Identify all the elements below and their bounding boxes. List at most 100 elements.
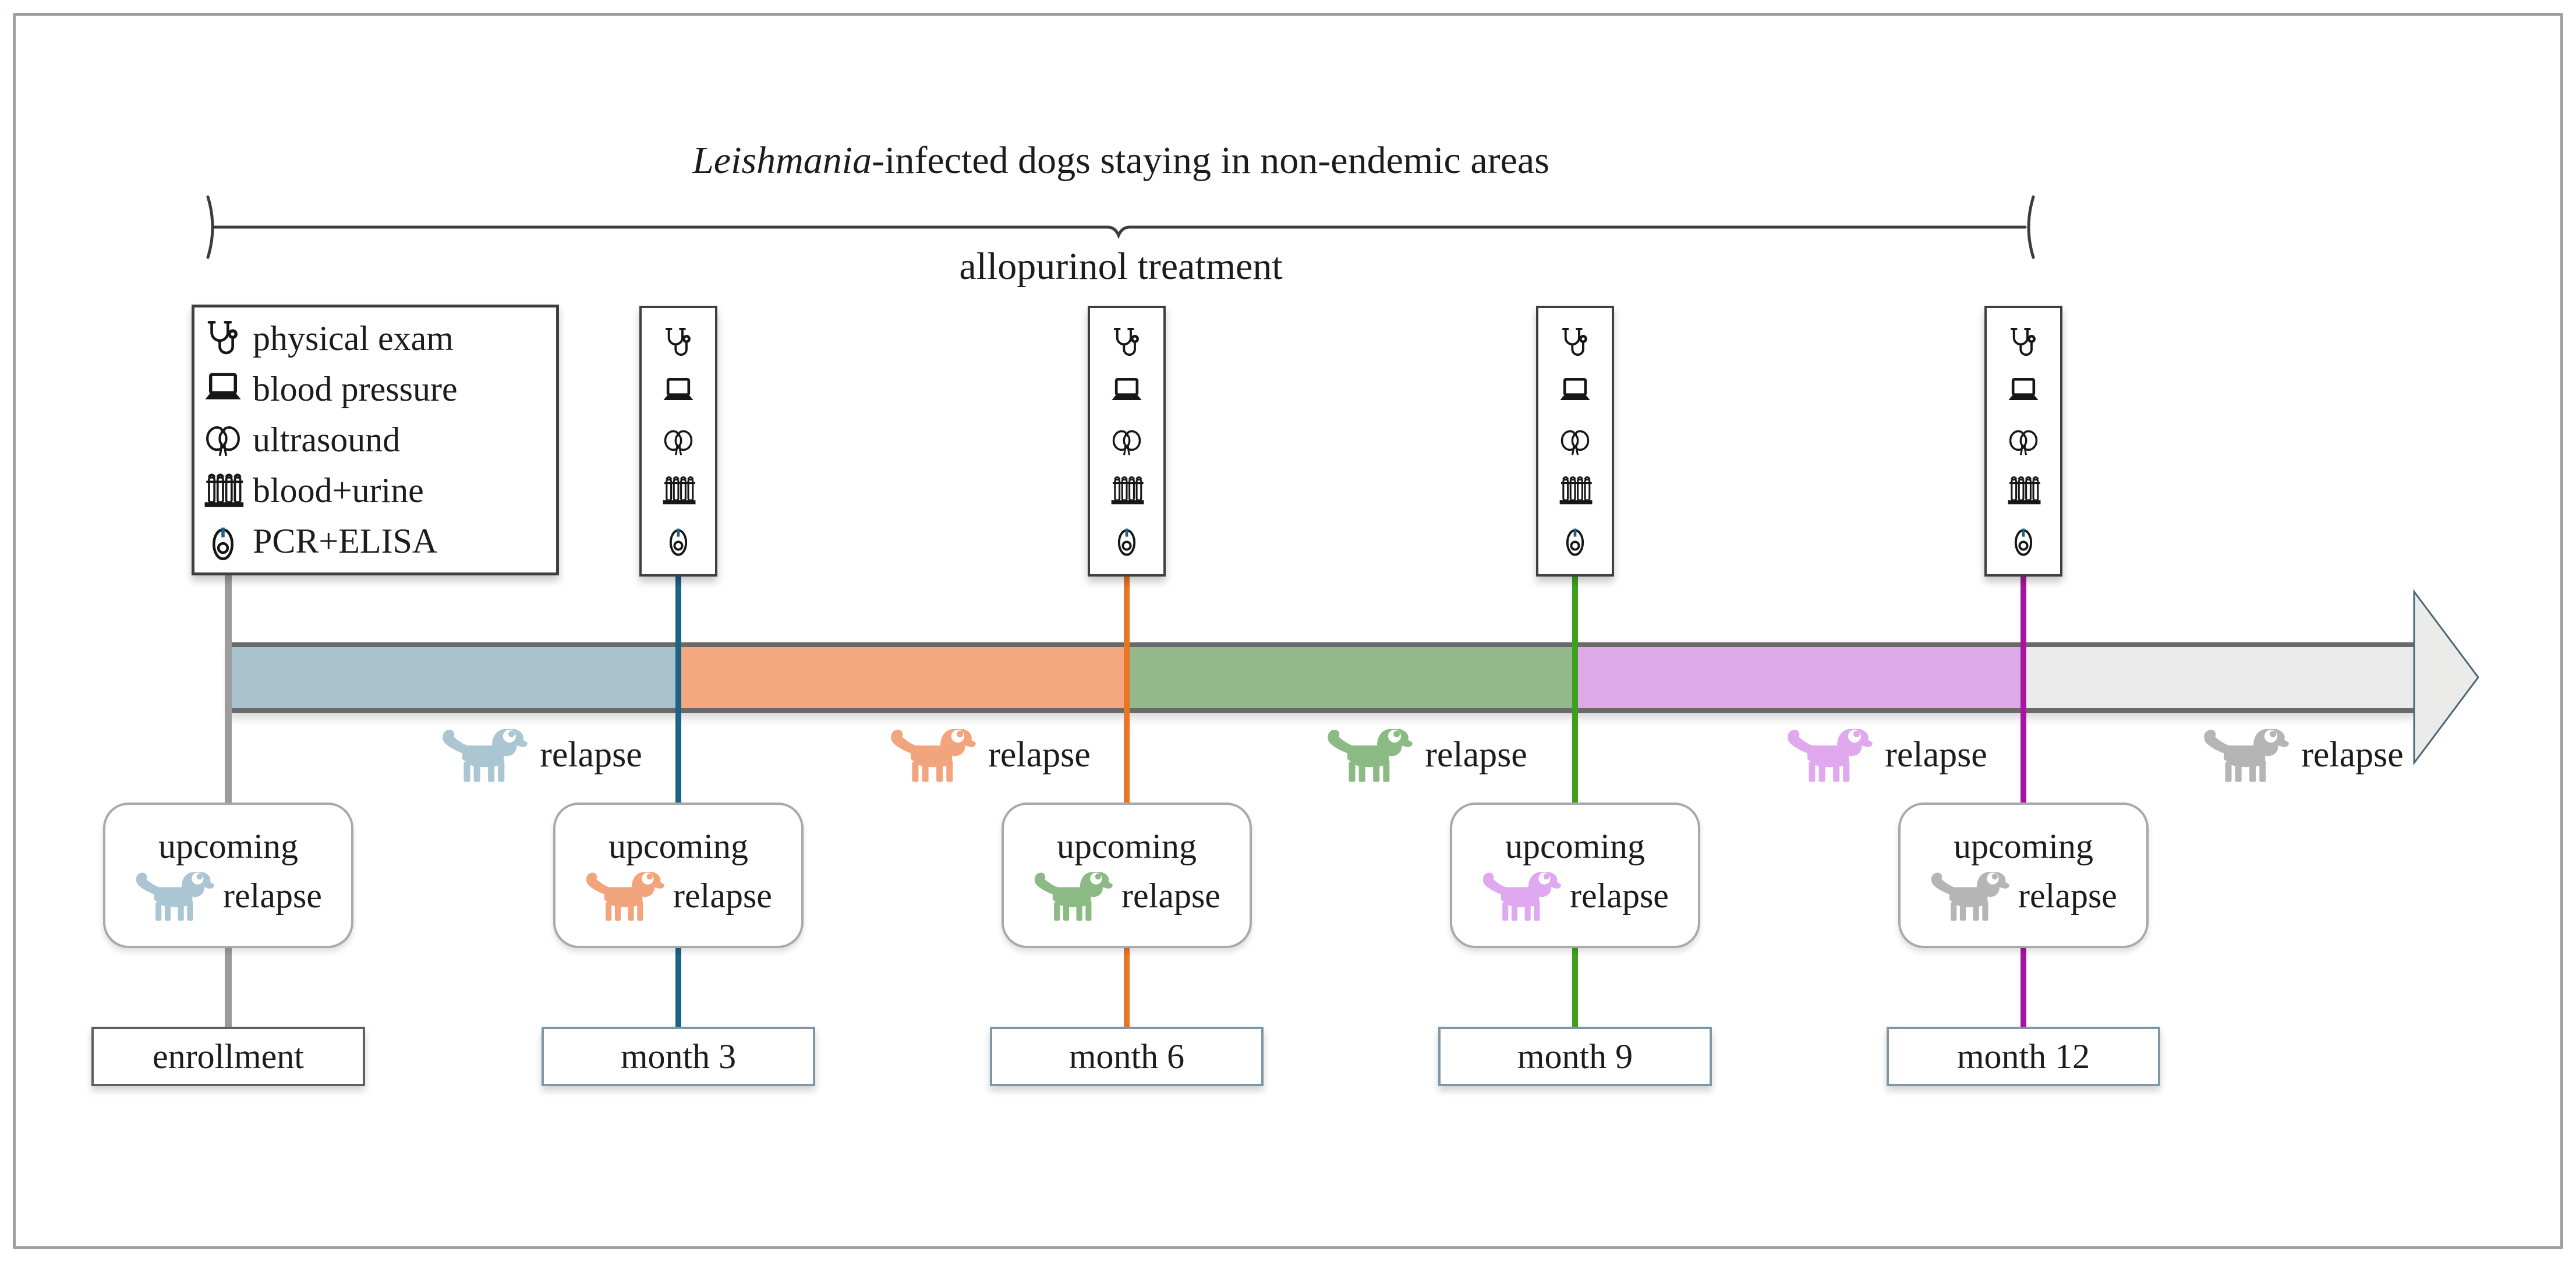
- title-italic-part: Leishmania: [692, 139, 872, 182]
- timepoint-label-text: month 3: [620, 1037, 737, 1076]
- timepoint-label-enrollment: enrollment: [91, 1027, 365, 1086]
- timepoint-label-month-9: month 9: [1438, 1027, 1712, 1086]
- kidneys-icon: [660, 423, 696, 459]
- legend-label: ultrasound: [253, 420, 401, 459]
- relapse-label: relapse: [540, 734, 642, 775]
- assay-icon: [1109, 522, 1145, 558]
- band-segment-3: [1127, 647, 1575, 708]
- assay-icon: [1557, 522, 1593, 558]
- legend-label: PCR+ELISA: [253, 521, 438, 560]
- blood-pressure-monitor-icon: [2005, 374, 2041, 410]
- dog-icon: [889, 724, 978, 785]
- timeline-band: [228, 642, 2415, 713]
- upcoming-label: upcoming: [1057, 827, 1197, 865]
- test-tube-rack-icon: [2005, 472, 2041, 508]
- upcoming-label: upcoming: [1505, 827, 1645, 865]
- upcoming-label: upcoming: [1954, 827, 2093, 865]
- kidneys-icon: [1557, 423, 1593, 459]
- relapse-label: relapse: [1885, 734, 1987, 775]
- upcoming-relapse-box-month-12: upcoming relapse: [1898, 803, 2149, 948]
- assay-icon: [2005, 522, 2041, 558]
- relapse-annotation-segment-2: relapse: [889, 720, 1091, 790]
- legend-label: blood pressure: [253, 370, 458, 409]
- kidneys-icon: [201, 418, 245, 461]
- assay-icon: [660, 522, 696, 558]
- blood-pressure-monitor-icon: [660, 374, 696, 410]
- legend-row: blood+urine: [201, 469, 549, 512]
- dog-icon: [441, 724, 529, 785]
- blood-pressure-monitor-icon: [201, 368, 245, 411]
- legend-row: PCR+ELISA: [201, 519, 549, 563]
- upcoming-relapse-box-month-6: upcoming relapse: [1002, 803, 1252, 948]
- timeline-arrowhead-icon: [2413, 589, 2479, 766]
- dog-icon: [2202, 724, 2291, 785]
- band-segment-2: [678, 647, 1127, 708]
- band-segment-1: [228, 647, 678, 708]
- upcoming-relapse-box-enrollment: upcoming relapse: [103, 803, 353, 948]
- timepoint-label-month-12: month 12: [1887, 1027, 2160, 1086]
- timepoint-label-month-6: month 6: [990, 1027, 1264, 1086]
- exam-legend-box: physical exam blood pressure ultrasound …: [192, 305, 559, 575]
- upcoming-relapse-row: relapse: [585, 868, 772, 924]
- timepoint-label-text: enrollment: [153, 1037, 304, 1076]
- dog-icon: [1930, 868, 2011, 924]
- upcoming-label: upcoming: [608, 827, 748, 865]
- timepoint-line-enrollment: [225, 572, 232, 1030]
- upcoming-relapse-box-month-3: upcoming relapse: [553, 803, 804, 948]
- relapse-label: relapse: [673, 876, 772, 915]
- timepoint-line-month-9: [1572, 572, 1578, 1030]
- legend-row: blood pressure: [201, 368, 549, 411]
- dog-icon: [1481, 868, 1563, 924]
- treatment-subtitle: allopurinol treatment: [959, 245, 1283, 288]
- relapse-label: relapse: [1121, 876, 1220, 915]
- stethoscope-icon: [660, 325, 696, 361]
- dog-icon: [1033, 868, 1114, 924]
- upcoming-relapse-box-month-9: upcoming relapse: [1450, 803, 1700, 948]
- relapse-label: relapse: [988, 734, 1091, 775]
- assay-icon: [201, 519, 245, 563]
- relapse-annotation-segment-4: relapse: [1786, 720, 1987, 790]
- stethoscope-icon: [2005, 325, 2041, 361]
- kidneys-icon: [2005, 423, 2041, 459]
- exam-icon-box-month-9: [1536, 306, 1614, 577]
- figure-title: Leishmania-infected dogs staying in non-…: [247, 139, 1994, 183]
- timepoint-label-text: month 12: [1956, 1037, 2090, 1076]
- stethoscope-icon: [201, 317, 245, 360]
- relapse-annotation-segment-1: relapse: [441, 720, 642, 790]
- dog-icon: [1326, 724, 1414, 785]
- legend-row: ultrasound: [201, 418, 549, 461]
- dog-icon: [585, 868, 666, 924]
- relapse-label: relapse: [223, 876, 322, 915]
- treatment-span-brace: [206, 195, 2035, 259]
- timepoint-label-month-3: month 3: [542, 1027, 815, 1086]
- relapse-label: relapse: [2018, 876, 2117, 915]
- title-regular-part: -infected dogs staying in non-endemic ar…: [872, 139, 1549, 182]
- timepoint-line-month-6: [1124, 572, 1130, 1030]
- exam-icon-box-month-12: [1984, 306, 2062, 577]
- relapse-label: relapse: [1425, 734, 1527, 775]
- relapse-annotation-segment-5: relapse: [2202, 720, 2404, 790]
- test-tube-rack-icon: [1557, 472, 1593, 508]
- band-segment-4: [1575, 647, 2023, 708]
- relapse-label: relapse: [2301, 734, 2404, 775]
- stethoscope-icon: [1109, 325, 1145, 361]
- upcoming-relapse-row: relapse: [1481, 868, 1669, 924]
- exam-icon-box-month-3: [639, 306, 717, 577]
- timepoint-label-text: month 6: [1068, 1037, 1185, 1076]
- upcoming-relapse-row: relapse: [135, 868, 322, 924]
- blood-pressure-monitor-icon: [1109, 374, 1145, 410]
- timepoint-line-month-3: [675, 572, 681, 1030]
- upcoming-label: upcoming: [158, 827, 298, 865]
- band-segment-5: [2023, 647, 2415, 708]
- relapse-label: relapse: [1570, 876, 1669, 915]
- legend-label: physical exam: [253, 319, 454, 358]
- kidneys-icon: [1109, 423, 1145, 459]
- legend-label: blood+urine: [253, 471, 424, 510]
- test-tube-rack-icon: [1109, 472, 1145, 508]
- upcoming-relapse-row: relapse: [1033, 868, 1220, 924]
- timepoint-label-text: month 9: [1517, 1037, 1633, 1076]
- test-tube-rack-icon: [660, 472, 696, 508]
- timepoint-line-month-12: [2021, 572, 2026, 1030]
- dog-icon: [135, 868, 216, 924]
